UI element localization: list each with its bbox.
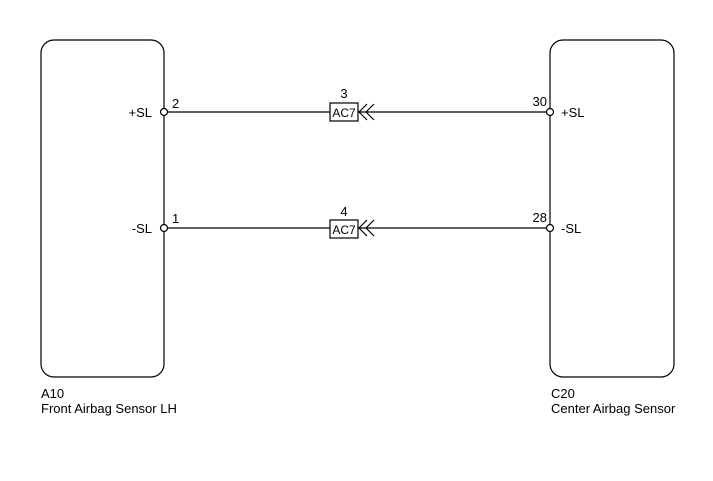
component-left-code: A10 [41, 386, 64, 401]
connector-pin-number: 4 [340, 204, 347, 219]
right-pin-number: 30 [533, 94, 547, 109]
left-signal-label: +SL [129, 105, 153, 120]
connector-pin-number: 3 [340, 86, 347, 101]
left-pin-terminal [159, 107, 169, 117]
component-right: C20 Center Airbag Sensor [549, 39, 676, 416]
connector-label: AC7 [332, 223, 356, 237]
inline-connector: 3 AC7 [329, 86, 375, 122]
component-right-name: Center Airbag Sensor [551, 401, 676, 416]
connector-chevron-icon [358, 103, 368, 121]
component-right-code: C20 [551, 386, 575, 401]
connector-box [329, 219, 359, 239]
component-left-body [40, 39, 165, 378]
inline-connector: 4 AC7 [329, 204, 375, 239]
wire-minus-sl: -SL 1 28 -SL 4 AC7 [132, 204, 581, 239]
left-pin-terminal [159, 223, 169, 233]
left-signal-label: -SL [132, 221, 152, 236]
component-right-body [549, 39, 675, 378]
connector-chevron-icon [365, 103, 375, 121]
right-signal-label: -SL [561, 221, 581, 236]
right-pin-terminal [545, 223, 555, 233]
component-left: A10 Front Airbag Sensor LH [40, 39, 177, 416]
component-left-name: Front Airbag Sensor LH [41, 401, 177, 416]
left-pin-number: 1 [172, 211, 179, 226]
connector-label: AC7 [332, 106, 356, 120]
connector-chevron-icon [365, 219, 375, 237]
right-signal-label: +SL [561, 105, 585, 120]
left-pin-number: 2 [172, 96, 179, 111]
wire-plus-sl: +SL 2 30 +SL 3 AC7 [129, 86, 585, 122]
connector-box [329, 102, 359, 122]
right-pin-number: 28 [533, 210, 547, 225]
connector-chevron-icon [358, 219, 368, 237]
right-pin-terminal [545, 107, 555, 117]
